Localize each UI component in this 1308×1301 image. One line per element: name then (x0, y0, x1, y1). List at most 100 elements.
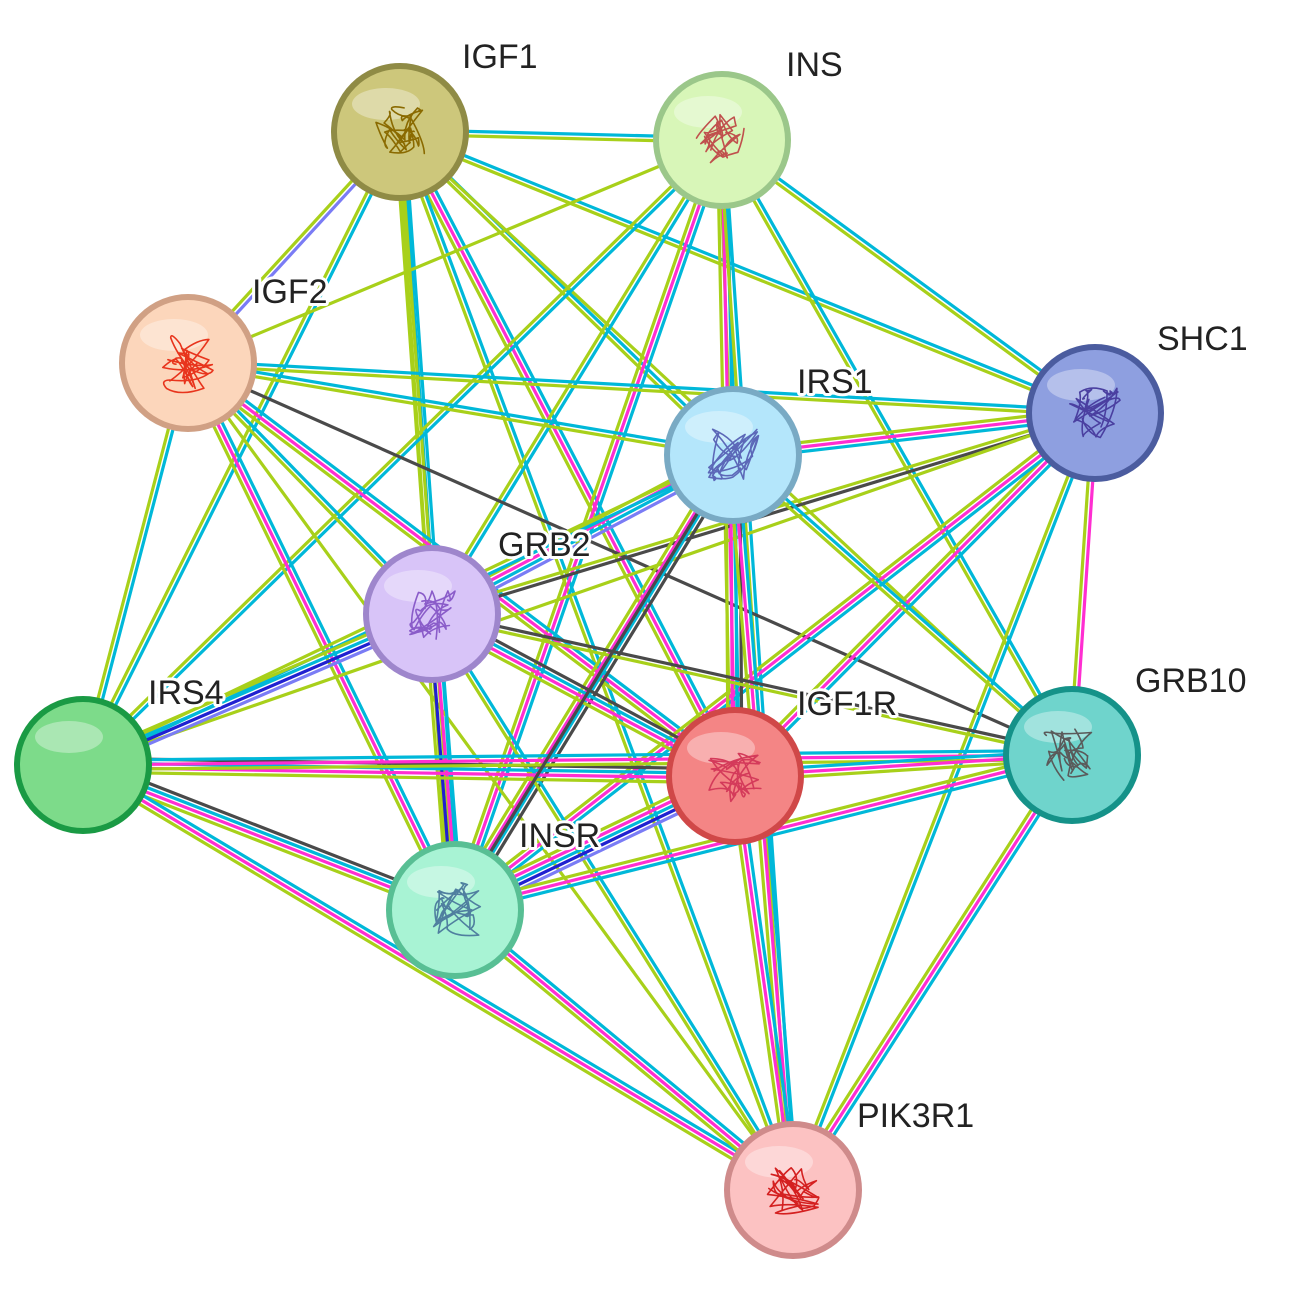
edge-evidence-curated-database (732, 451, 1076, 755)
edge-evidence-textmining (79, 360, 188, 767)
node-igf1[interactable] (331, 63, 469, 201)
edge-evidence-textmining (186, 361, 795, 1192)
node-igf1r[interactable] (666, 707, 804, 845)
edge-igf1-shc1[interactable] (397, 128, 1098, 417)
edge-evidence-textmining (186, 363, 1097, 417)
edge-shc1-irs4[interactable] (81, 411, 1097, 767)
edge-ins-igf2[interactable] (186, 138, 724, 365)
node-label-grb2: GRB2 (498, 526, 591, 564)
edge-ins-grb2[interactable] (428, 137, 726, 617)
edge-evidence-curated-database (82, 140, 726, 769)
edge-grb2-pik3r1[interactable] (428, 611, 797, 1193)
node-irs1[interactable] (664, 386, 802, 524)
edge-evidence-experimentally-determined (398, 130, 737, 778)
structure-strand (1043, 731, 1093, 778)
edge-irs1-grb10[interactable] (729, 451, 1076, 759)
edge-igf2-grb10[interactable] (186, 361, 1074, 757)
node-label-irs4: IRS4 (148, 674, 224, 712)
edge-igf2-shc1[interactable] (186, 359, 1097, 417)
structure-strand (769, 1168, 820, 1215)
edge-evidence-textmining (186, 138, 724, 365)
structure-strand (766, 1167, 819, 1205)
node-label-igf1: IGF1 (462, 38, 538, 76)
edge-evidence-curated-database (186, 359, 1097, 413)
protein-structure-icon (375, 106, 426, 155)
protein-structure-icon (409, 590, 456, 640)
node-label-igf1r: IGF1R (797, 685, 897, 723)
edge-shc1-igf1r[interactable] (730, 408, 1100, 781)
edge-ins-irs4[interactable] (79, 136, 726, 769)
node-glare (1047, 369, 1115, 401)
edge-igf1r-pik3r1[interactable] (728, 773, 800, 1193)
edge-evidence-textmining (396, 131, 793, 1193)
edge-evidence-textmining (186, 363, 735, 459)
node-label-irs1: IRS1 (797, 363, 873, 401)
edge-evidence-textmining (81, 770, 737, 785)
node-irs4[interactable] (14, 696, 152, 834)
structure-strand (432, 881, 480, 928)
protein-structure-icon (708, 752, 762, 803)
edge-evidence-textmining (429, 614, 1074, 759)
edge-insr-pik3r1[interactable] (450, 904, 798, 1196)
edge-evidence-textmining (79, 136, 723, 766)
protein-structure-icon (1069, 387, 1121, 439)
node-disc (14, 696, 152, 834)
node-glare (384, 570, 452, 602)
node-grb2[interactable] (363, 545, 501, 683)
node-igf2[interactable] (119, 294, 257, 432)
edge-ins-grb10[interactable] (718, 137, 1076, 758)
structure-strand (1081, 387, 1121, 439)
structure-strand (162, 347, 214, 388)
edge-evidence-curated-database (83, 362, 192, 768)
protein-structure-icon (432, 881, 482, 937)
edge-evidence-textmining (428, 137, 722, 615)
edge-evidence-textmining (450, 911, 792, 1196)
edge-evidence-experimentally-determined (81, 763, 795, 1192)
structure-strand (710, 754, 761, 798)
edge-evidence-curated-database (186, 359, 736, 455)
edge-evidence-coexpression (453, 453, 735, 912)
edge-evidence-textmining (728, 774, 791, 1193)
node-ins[interactable] (653, 71, 791, 209)
structure-strand (695, 113, 737, 153)
protein-structure-icon (162, 335, 214, 394)
edge-evidence-coexpression (186, 361, 1074, 757)
edge-ins-shc1[interactable] (718, 136, 1099, 417)
node-glare (1024, 711, 1092, 743)
edge-evidence-experimentally-determined (791, 753, 1074, 1192)
edge-igf2-insr[interactable] (182, 359, 461, 914)
structure-strand (711, 432, 746, 482)
node-pik3r1[interactable] (724, 1121, 862, 1259)
edge-evidence-curated-database (736, 414, 1100, 781)
edge-evidence-coexpression (459, 457, 741, 916)
node-shc1[interactable] (1026, 344, 1164, 482)
node-label-igf2: IGF2 (252, 273, 328, 311)
node-insr[interactable] (386, 841, 524, 979)
node-grb10[interactable] (1003, 686, 1141, 824)
edge-igf2-irs1[interactable] (186, 359, 736, 459)
edge-igf1-irs4[interactable] (79, 129, 404, 768)
edge-grb10-pik3r1[interactable] (787, 750, 1078, 1195)
node-glare (352, 88, 420, 120)
edge-evidence-textmining (718, 140, 1096, 417)
edge-evidence-curated-database (795, 755, 1078, 1195)
edge-grb2-grb10[interactable] (429, 610, 1075, 759)
structure-strand (383, 106, 415, 154)
edge-evidence-curated-database (432, 611, 797, 1191)
structure-strand (703, 119, 741, 164)
node-label-pik3r1: PIK3R1 (857, 1097, 974, 1135)
edge-evidence-curated-database (81, 748, 1074, 763)
edge-evidence-curated-database (722, 137, 1076, 756)
edge-evidence-curated-database (721, 136, 1099, 413)
edge-evidence-textmining (79, 129, 400, 766)
edge-evidence-textmining (81, 411, 1097, 767)
edge-igf2-irs4[interactable] (79, 360, 192, 768)
node-label-grb10: GRB10 (1135, 662, 1247, 700)
edge-shc1-pik3r1[interactable] (789, 410, 1099, 1193)
edge-insr-irs1[interactable] (453, 453, 735, 912)
edge-evidence-experimentally-determined (451, 452, 733, 911)
protein-structure-icon (1043, 728, 1093, 781)
edge-irs1-insr[interactable] (447, 449, 741, 916)
edge-igf2-pik3r1[interactable] (186, 361, 795, 1192)
nodes-layer (14, 63, 1164, 1259)
